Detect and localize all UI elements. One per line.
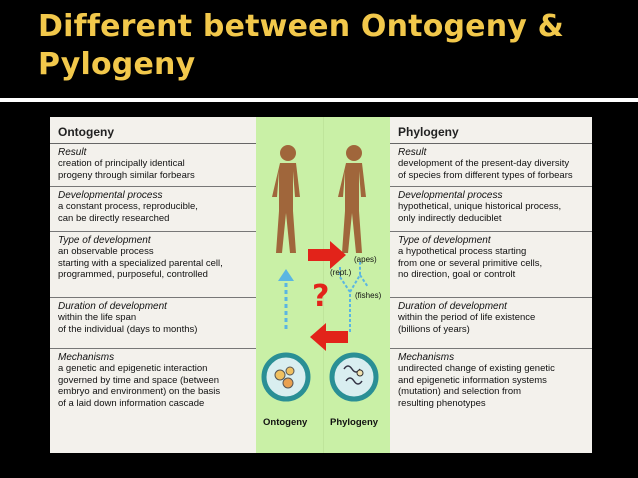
section-body: hypothetical, unique historical process,… <box>398 201 562 224</box>
section-body: an observable process starting with a sp… <box>58 246 223 280</box>
section-title: Duration of development <box>58 301 167 312</box>
human-figure-icon <box>272 145 300 253</box>
section-body: creation of principally identical progen… <box>58 158 195 181</box>
primitive-cell-icon <box>329 352 379 402</box>
ontogeny-section-developmental-process: Developmental process a constant process… <box>50 187 256 232</box>
question-mark: ? <box>312 279 330 314</box>
section-body: within the period of life existence (bil… <box>398 312 536 335</box>
phylogeny-section-result: Result development of the present-day di… <box>390 144 592 187</box>
ontogeny-section-duration: Duration of development within the life … <box>50 298 256 349</box>
phylogeny-label: Phylogeny <box>330 417 379 428</box>
section-body: a genetic and epigenetic interaction gov… <box>58 363 221 409</box>
section-body: undirected change of existing genetic an… <box>398 363 555 409</box>
left-arrow-icon <box>310 323 348 351</box>
section-title: Developmental process <box>58 190 163 201</box>
embryo-cell-icon <box>261 352 311 402</box>
section-body: development of the present-day diversity… <box>398 158 573 181</box>
section-title: Mechanisms <box>58 352 115 363</box>
ontogeny-section-type-of-development: Type of development an observable proces… <box>50 232 256 298</box>
phylogeny-section-mechanisms: Mechanisms undirected change of existing… <box>390 349 592 412</box>
phylogenetic-tree-icon <box>339 262 369 332</box>
reptiles-label: (rept.) <box>330 268 352 277</box>
phylogeny-column: Phylogeny Result development of the pres… <box>390 117 592 453</box>
section-title: Developmental process <box>398 190 503 201</box>
human-figure-icon <box>338 145 366 253</box>
center-divider <box>323 117 324 453</box>
section-title: Mechanisms <box>398 352 455 363</box>
section-body: a hypothetical process starting from one… <box>398 246 543 280</box>
ontogeny-section-result: Result creation of principally identical… <box>50 144 256 187</box>
title-divider <box>0 98 638 102</box>
phylogeny-section-type-of-development: Type of development a hypothetical proce… <box>390 232 592 298</box>
ontogeny-column: Ontogeny Result creation of principally … <box>50 117 256 453</box>
comparison-figure: Ontogeny Result creation of principally … <box>50 117 592 453</box>
phylogeny-section-developmental-process: Developmental process hypothetical, uniq… <box>390 187 592 232</box>
apes-label: (apes) <box>354 255 377 264</box>
section-title: Result <box>58 147 87 158</box>
phylogeny-heading: Phylogeny <box>390 117 592 144</box>
section-title: Type of development <box>398 235 491 246</box>
up-arrow-icon <box>278 269 294 329</box>
section-body: a constant process, reproducible, can be… <box>58 201 198 224</box>
section-title: Duration of development <box>398 301 507 312</box>
fishes-label: (fishes) <box>355 291 382 300</box>
phylogeny-section-duration: Duration of development within the perio… <box>390 298 592 349</box>
ontogeny-heading: Ontogeny <box>50 117 256 144</box>
slide-title: Different between Ontogeny & Pylogeny <box>38 9 565 82</box>
illustration-graphics <box>261 145 379 402</box>
evolution-illustration: (apes) (rept.) (fishes) ? Ontogeny Phylo… <box>256 117 390 453</box>
section-title: Type of development <box>58 235 151 246</box>
section-body: within the life span of the individual (… <box>58 312 198 335</box>
ontogeny-section-mechanisms: Mechanisms a genetic and epigenetic inte… <box>50 349 256 412</box>
ontogeny-label: Ontogeny <box>263 417 308 428</box>
right-arrow-icon <box>308 241 346 269</box>
section-title: Result <box>398 147 427 158</box>
